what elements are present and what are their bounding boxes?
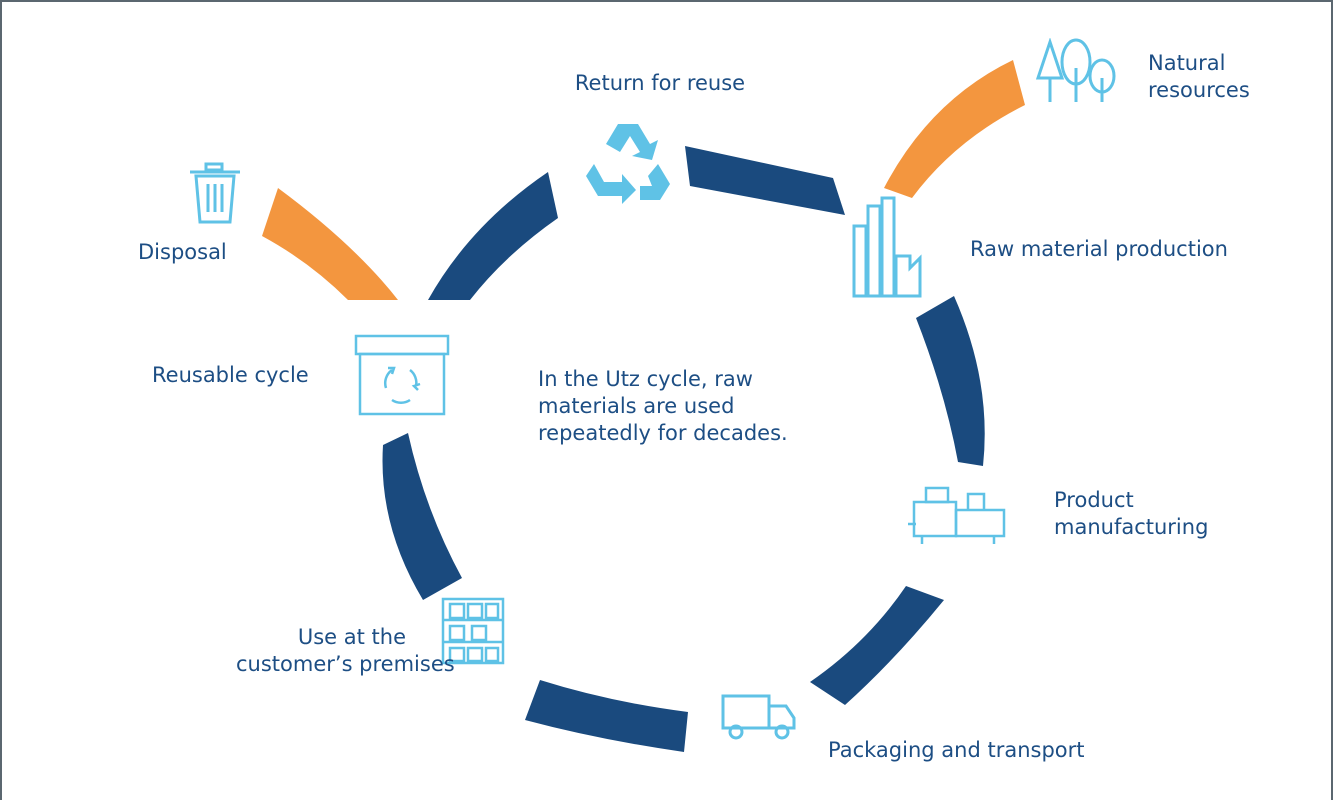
arrow-reusable-to-disposal <box>262 188 398 300</box>
truck-icon <box>721 694 796 740</box>
label-line: Product <box>1054 488 1134 512</box>
label-line: Raw material production <box>970 237 1228 261</box>
label-natural-resources: Natural resources <box>1148 50 1250 104</box>
label-line: Return for reuse <box>574 71 746 95</box>
arrow-manufacturing-to-transport <box>810 586 944 705</box>
label-line: manufacturing <box>1054 515 1209 539</box>
label-reusable-cycle: Reusable cycle <box>152 362 309 389</box>
recycle-icon <box>586 124 670 204</box>
label-line: Disposal <box>138 240 227 264</box>
label-line: Reusable cycle <box>152 363 309 387</box>
trees-icon <box>1035 38 1116 102</box>
center-line: In the Utz cycle, raw <box>538 367 753 391</box>
label-line: customer’s premises <box>236 652 455 676</box>
center-line: repeatedly for decades. <box>538 421 788 445</box>
label-line: Packaging and transport <box>828 738 1085 762</box>
label-packaging-and-transport: Packaging and transport <box>828 737 1085 764</box>
label-line: Natural <box>1148 51 1226 75</box>
machine-icon <box>908 486 1006 544</box>
label-return-for-reuse: Return for reuse <box>540 70 780 97</box>
label-raw-material-production: Raw material production <box>970 236 1228 263</box>
shelving-icon <box>441 597 505 665</box>
center-line: materials are used <box>538 394 735 418</box>
center-description: In the Utz cycle, raw materials are used… <box>538 366 788 447</box>
label-use-at-customer: Use at the customer’s premises <box>236 624 455 678</box>
arrow-transport-to-customer <box>525 680 688 752</box>
label-disposal: Disposal <box>138 239 227 266</box>
arrow-customer-to-reusable <box>382 433 462 600</box>
label-line: resources <box>1148 78 1250 102</box>
label-line: Use at the <box>297 625 406 649</box>
silo-icon <box>852 196 922 298</box>
arrow-reusable-to-return <box>428 172 558 300</box>
arrow-return-to-raw <box>685 146 845 215</box>
arrow-raw-to-manufacturing <box>916 296 985 466</box>
arrow-natural-to-raw <box>884 60 1025 198</box>
trash-icon <box>190 162 240 224</box>
crate-recycle-icon <box>354 334 450 416</box>
label-product-manufacturing: Product manufacturing <box>1054 487 1208 541</box>
